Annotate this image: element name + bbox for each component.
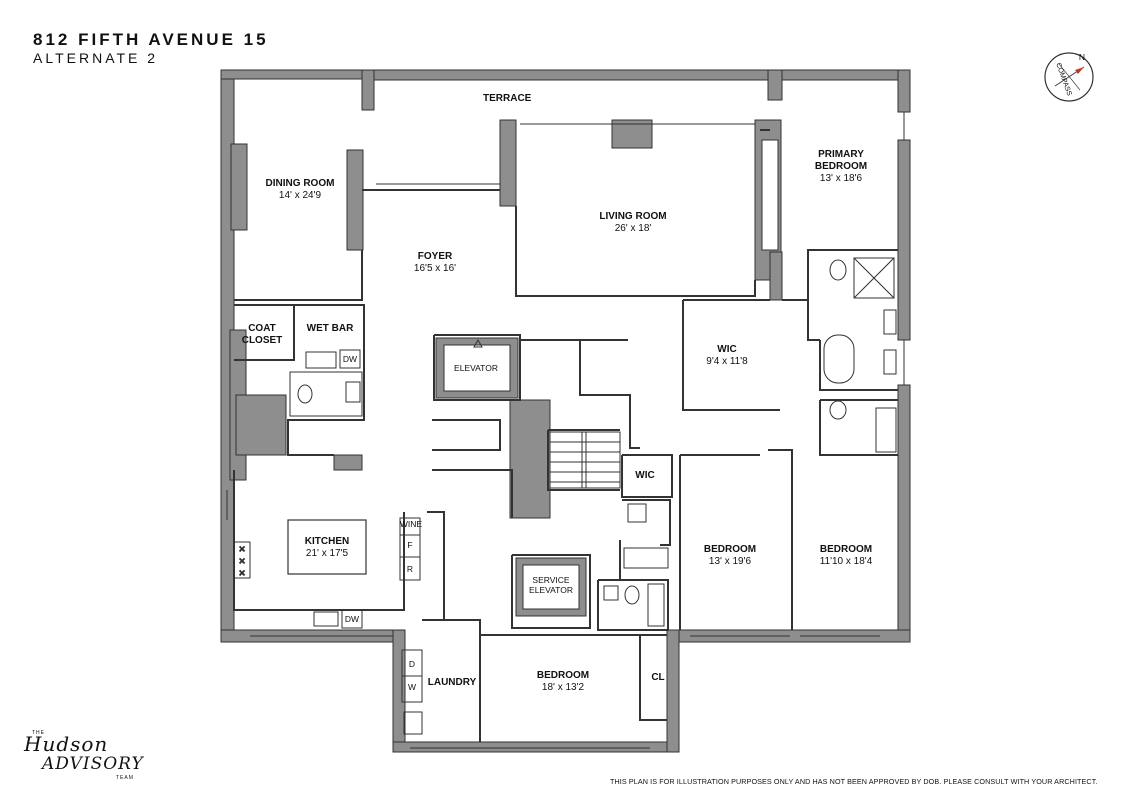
fridge-label: F bbox=[407, 540, 412, 550]
bedroom-2-dims: 11'10 x 18'4 bbox=[820, 556, 873, 567]
service-elevator-shaft bbox=[515, 557, 587, 617]
logo-advisory: ADVISORY bbox=[42, 754, 144, 774]
exterior-walls bbox=[220, 69, 911, 753]
range-icon: ✕ ✕ ✕ bbox=[233, 541, 251, 579]
powder-room bbox=[289, 371, 363, 417]
dining-room-label: DINING ROOM bbox=[266, 178, 335, 189]
wine-label: WINE bbox=[400, 519, 423, 529]
kitchen-dw-label: DW bbox=[345, 614, 359, 624]
wic-label: WIC bbox=[717, 344, 736, 355]
coat-closet-label-2: CLOSET bbox=[242, 335, 283, 346]
closet-label: CL bbox=[651, 672, 664, 683]
warning-icon bbox=[473, 338, 483, 348]
laundry-label: LAUNDRY bbox=[428, 677, 477, 688]
svg-text:✕: ✕ bbox=[238, 556, 245, 566]
interior-walls bbox=[233, 129, 898, 742]
dishwasher-icon bbox=[341, 609, 363, 629]
logo-team: TEAM bbox=[116, 775, 134, 781]
primary-bedroom-label-1: PRIMARY bbox=[818, 149, 864, 160]
compass-north: N bbox=[1079, 52, 1085, 62]
kitchen-dims: 21' x 17'5 bbox=[306, 548, 349, 559]
secondary-bath bbox=[603, 400, 897, 627]
bedroom-3-label: BEDROOM bbox=[537, 670, 589, 681]
laundry-appliances bbox=[401, 649, 423, 735]
kitchen-label: KITCHEN bbox=[305, 536, 349, 547]
elevator-label: ELEVATOR bbox=[454, 363, 498, 373]
kitchen-island bbox=[287, 519, 367, 575]
dining-room-dims: 14' x 24'9 bbox=[279, 190, 322, 201]
service-elevator-label-2: ELEVATOR bbox=[529, 585, 573, 595]
windows bbox=[226, 112, 905, 749]
primary-bedroom-dims: 13' x 18'6 bbox=[820, 173, 863, 184]
terrace-label: TERRACE bbox=[483, 93, 532, 104]
plan-alternate: ALTERNATE 2 bbox=[33, 50, 159, 66]
wet-bar-label: WET BAR bbox=[307, 323, 354, 334]
primary-bedroom-label-2: BEDROOM bbox=[815, 161, 867, 172]
bar-sink-icon bbox=[305, 351, 337, 369]
logo-the: THE bbox=[32, 730, 45, 736]
dryer-label: D bbox=[409, 659, 415, 669]
tall-appliances bbox=[399, 517, 421, 581]
foyer-label: FOYER bbox=[418, 251, 453, 262]
bedroom-2-label: BEDROOM bbox=[820, 544, 872, 555]
bar-dishwasher-icon bbox=[339, 349, 361, 369]
washer-label: W bbox=[408, 682, 416, 692]
foyer-dims: 16'5 x 16' bbox=[414, 263, 456, 274]
wic-2-label: WIC bbox=[635, 470, 654, 481]
plan-address: 812 FIFTH AVENUE 15 bbox=[33, 30, 269, 49]
wet-bar-dw-label: DW bbox=[343, 354, 357, 364]
disclaimer-text: THIS PLAN IS FOR ILLUSTRATION PURPOSES O… bbox=[610, 777, 1098, 786]
living-room-dims: 26' x 18' bbox=[615, 223, 652, 234]
compass-label: COMPASS bbox=[1054, 62, 1072, 97]
hudson-advisory-logo: THE Hudson ADVISORY TEAM bbox=[20, 730, 160, 790]
compass-icon: N COMPASS bbox=[1044, 52, 1094, 102]
wic-dims: 9'4 x 11'8 bbox=[706, 356, 748, 367]
bedroom-1-dims: 13' x 19'6 bbox=[709, 556, 752, 567]
svg-text:✕: ✕ bbox=[238, 568, 245, 578]
service-elevator-label-1: SERVICE bbox=[532, 575, 569, 585]
kitchen-sink-icon bbox=[313, 611, 339, 627]
svg-text:✕: ✕ bbox=[238, 544, 245, 554]
bedroom-3-dims: 18' x 13'2 bbox=[542, 682, 585, 693]
logo-hudson: Hudson bbox=[24, 732, 109, 756]
range-label: R bbox=[407, 564, 413, 574]
primary-bath bbox=[823, 257, 897, 384]
bedroom-1-label: BEDROOM bbox=[704, 544, 756, 555]
coat-closet-label-1: COAT bbox=[248, 323, 276, 334]
elevator-shaft bbox=[435, 337, 519, 399]
stairs bbox=[549, 431, 621, 489]
living-room-label: LIVING ROOM bbox=[599, 211, 666, 222]
